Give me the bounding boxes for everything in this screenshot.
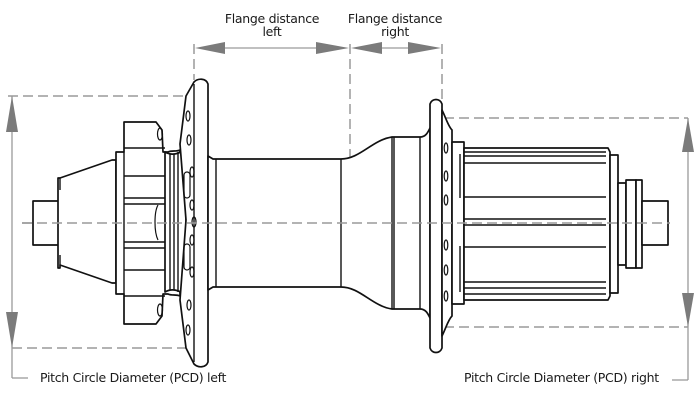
freehub-splines [459, 151, 606, 295]
flange-distance-left-arrow-end [316, 42, 349, 54]
pcd-right-arrow-up [682, 118, 694, 152]
flange-distance-right-arrow-start [351, 42, 382, 54]
pcd-left-arrow-up [6, 96, 18, 132]
locknut-left [57, 159, 117, 284]
pcd-left-arrow-down [6, 312, 18, 348]
flange-distance-left-arrow-start [195, 42, 225, 54]
left-flange-spoke-holes [183, 110, 197, 336]
end-cap-right [617, 182, 627, 266]
pcd-left-dimension [6, 95, 196, 379]
pcd-right-dimension [444, 117, 694, 381]
flange-distance-right-arrow-end [408, 42, 441, 54]
pcd-right-label: Pitch Circle Diameter (PCD) right [464, 370, 659, 385]
right-flange-spoke-holes [443, 142, 449, 302]
flange-distance-left-label: Flange distance left [224, 11, 320, 39]
right-flange [429, 98, 443, 354]
freehub-body [463, 147, 611, 301]
pcd-right-arrow-down [682, 293, 694, 327]
hub-body [22, 78, 670, 368]
flange-distance-right-label: Flange distance right [347, 11, 443, 39]
pcd-left-label: Pitch Circle Diameter (PCD) left [40, 370, 227, 385]
